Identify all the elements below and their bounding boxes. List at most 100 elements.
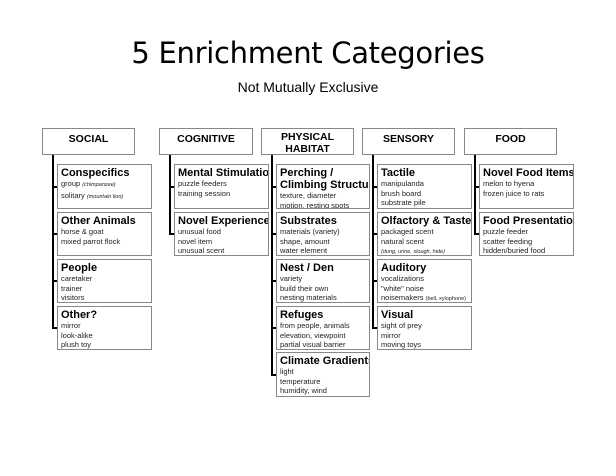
connector-line xyxy=(271,155,273,376)
category-label: COGNITIVE xyxy=(177,133,235,145)
subcategory-line: packaged scent xyxy=(381,227,434,236)
category-header-social: SOCIAL xyxy=(42,128,135,155)
subcategory-line: nesting materials xyxy=(280,293,337,302)
subcategory-refuges: Refuges from people, animals elevation, … xyxy=(276,306,370,350)
connector-tick xyxy=(372,280,377,282)
line-note: (mountain lion) xyxy=(86,193,124,200)
subcategory-title: Nest / Den xyxy=(280,262,334,274)
subcategory-line: from people, animals xyxy=(280,321,350,330)
subcategory-line: unusual scent xyxy=(178,246,225,255)
connector-tick xyxy=(372,233,377,235)
subcategory-line: natural scent xyxy=(381,236,424,246)
subcategory-olfactory-taste: Olfactory & Taste packaged scent natural… xyxy=(377,212,472,256)
subcategory-title: People xyxy=(61,262,98,274)
connector-tick xyxy=(271,186,276,188)
connector-tick xyxy=(474,186,479,188)
subcategory-line: mixed parrot flock xyxy=(61,236,121,246)
subcategory-line: visitors xyxy=(61,293,85,302)
category-label-line: HABITAT xyxy=(285,143,330,155)
connector-tick xyxy=(52,327,57,329)
subcategory-line: horse & goat xyxy=(61,227,104,236)
subcategory-title: Perching / xyxy=(280,167,334,179)
subcategory-title: Food Presentation xyxy=(483,215,574,227)
subcategory-line: light xyxy=(280,367,294,376)
subcategory-perching-climbing: Perching / Climbing Structure texture, d… xyxy=(276,164,370,209)
subcategory-line: trainer xyxy=(61,283,83,293)
subcategory-line: temperature xyxy=(280,376,321,386)
subcategory-line: frozen juice to rats xyxy=(483,188,545,198)
subcategory-line: vocalizations xyxy=(381,274,424,283)
subcategory-line: mirror xyxy=(381,330,401,340)
connector-tick xyxy=(372,186,377,188)
subcategory-line: shape, amount xyxy=(280,236,330,246)
subcategory-line: substrate pile xyxy=(381,198,426,207)
connector-tick xyxy=(474,233,479,235)
connector-line xyxy=(169,155,171,235)
connector-tick xyxy=(169,186,174,188)
subcategory-title: Conspecifics xyxy=(61,167,130,179)
subcategory-line: brush board xyxy=(381,188,422,198)
category-label: SENSORY xyxy=(383,133,434,145)
category-label-line: PHYSICAL xyxy=(280,131,335,143)
category-header-food: FOOD xyxy=(464,128,557,155)
line-note: (bell, xylophone) xyxy=(425,296,466,302)
subcategory-line: humidity, wind xyxy=(280,386,327,395)
subcategory-novel-experience: Novel Experience unusual food novel item… xyxy=(174,212,269,256)
line-text: solitary xyxy=(61,190,87,200)
subcategory-line: mirror xyxy=(61,321,81,330)
subcategory-line: puzzle feeders xyxy=(178,179,227,188)
subcategory-conspecifics: Conspecifics group (chimpanzee) solitary… xyxy=(57,164,152,209)
subcategory-title-line2: Climbing Structure xyxy=(280,179,370,191)
subcategory-climate-gradients: Climate Gradients light temperature humi… xyxy=(276,352,370,397)
subcategory-line: caretaker xyxy=(61,274,93,283)
subcategory-line: hidden/buried food xyxy=(483,246,546,255)
subcategory-line: water element xyxy=(280,246,328,255)
subcategory-title: Novel Food Items xyxy=(483,167,574,179)
subcategory-line: texture, diameter xyxy=(280,191,337,200)
connector-line xyxy=(52,155,54,329)
subcategory-line: novel item xyxy=(178,236,213,246)
subcategory-line: variety xyxy=(280,274,303,283)
category-header-sensory: SENSORY xyxy=(362,128,455,155)
subcategory-title: Climate Gradients xyxy=(280,355,370,367)
subcategory-line: melon to hyena xyxy=(483,179,535,188)
subcategory-line: plush toy xyxy=(61,340,92,349)
connector-tick xyxy=(372,327,377,329)
subcategory-line: moving toys xyxy=(381,340,422,349)
subcategory-food-presentation: Food Presentation puzzle feeder scatter … xyxy=(479,212,574,256)
line-text: group xyxy=(61,179,83,188)
page-subtitle: Not Mutually Exclusive xyxy=(237,79,379,95)
subcategory-title: Novel Experience xyxy=(178,215,269,227)
subcategory-title: Substrates xyxy=(280,215,337,227)
subcategory-title: Tactile xyxy=(381,167,416,179)
subcategory-mental-stimulation: Mental Stimulation puzzle feeders traini… xyxy=(174,164,269,209)
subcategory-nest-den: Nest / Den variety build their own nesti… xyxy=(276,259,370,303)
subcategory-line: solitary (mountain lion) xyxy=(61,191,148,203)
subcategory-line: training session xyxy=(178,188,231,198)
subcategory-visual: Visual sight of prey mirror moving toys xyxy=(377,306,472,350)
category-label: SOCIAL xyxy=(68,133,109,145)
page-title: 5 Enrichment Categories xyxy=(131,36,485,70)
subcategory-title: Other Animals xyxy=(61,215,136,227)
connector-line xyxy=(474,155,476,235)
subcategory-title: Other? xyxy=(61,309,98,321)
subcategory-title: Visual xyxy=(381,309,414,321)
connector-tick xyxy=(271,327,276,329)
subcategory-line: sight of prey xyxy=(381,321,422,330)
category-label: FOOD xyxy=(495,133,526,145)
subcategory-title: Mental Stimulation xyxy=(178,167,269,179)
subcategory-other-animals: Other Animals horse & goat mixed parrot … xyxy=(57,212,152,256)
subcategory-title: Refuges xyxy=(280,309,324,321)
subcategory-line: elevation, viewpoint xyxy=(280,330,346,340)
subcategory-line: scatter feeding xyxy=(483,236,533,246)
subcategory-line: group (chimpanzee) xyxy=(61,179,148,191)
subcategory-line: manipulanda xyxy=(381,179,424,188)
subcategory-line: puzzle feeder xyxy=(483,227,529,236)
subcategory-auditory: Auditory vocalizations "white" noise noi… xyxy=(377,259,472,303)
subcategory-people: People caretaker trainer visitors xyxy=(57,259,152,303)
subcategory-tactile: Tactile manipulanda brush board substrat… xyxy=(377,164,472,209)
subcategory-novel-food-items: Novel Food Items melon to hyena frozen j… xyxy=(479,164,574,209)
subcategory-title: Olfactory & Taste xyxy=(381,215,472,227)
